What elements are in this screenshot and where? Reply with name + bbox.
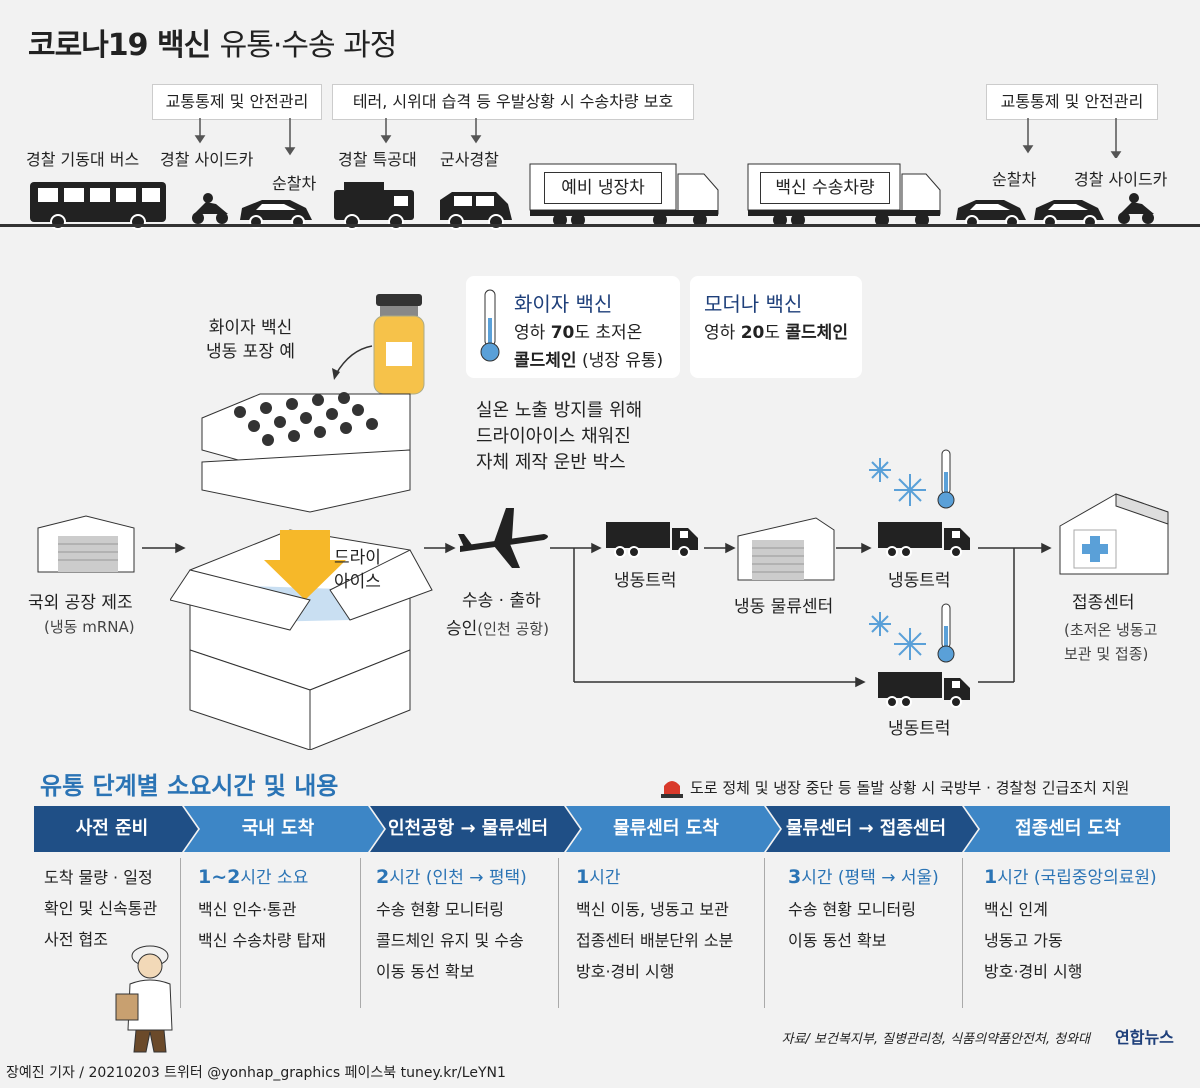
factory-icon [37,515,135,573]
motorcycle-icon-2 [1118,193,1154,224]
divider [764,858,765,1008]
source-text: 자료/ 보건복지부, 질병관리청, 식품의약품안전처, 청와대 [781,1032,1090,1047]
callout-traffic-control-left: 교통통제 및 안전관리 [152,84,322,120]
suv-icon [440,192,512,230]
armored-truck-icon [334,182,414,230]
callout-protection: 테러, 시위대 습격 등 우발상황 시 수송차량 보호 [332,84,694,120]
stages-title: 유통 단계별 소요시간 및 내용 [40,772,339,800]
credit-line: 장예진 기자 / 20210203 트위터 @yonhap_graphics 페… [6,1065,506,1081]
frozen-truck-icon-2 [878,522,970,558]
patrol-car-icon-2 [956,200,1026,229]
title-light: 유통·수송 과정 [219,28,398,63]
stage-0-header: 사전 준비 [75,818,149,839]
label-patrol-car-2: 순찰차 [992,170,1037,189]
road-line [0,224,1200,227]
pfizer-line2: 콜드체인 (냉장 유통) [514,351,664,371]
pfizer-title: 화이자 백신 [514,292,613,316]
thermometer-icon [480,289,500,362]
siren-icon [661,781,683,798]
flow-arrows [142,542,1052,688]
warehouse-icon [737,517,835,581]
vial-icon [373,294,425,395]
stage-2-header: 인천공항 → 물류센터 [387,818,549,839]
emergency-notice: 도로 정체 및 냉장 중단 등 돌발 상황 시 국방부 · 경찰청 긴급조치 지… [690,779,1130,797]
pfizer-card: 화이자 백신 영하 70도 초저온 콜드체인 (냉장 유통) [466,276,680,378]
motorcycle-icon [192,193,228,224]
snowflake-thermometer-icon-2 [869,603,955,663]
label-police-sidecar-2: 경찰 사이드카 [1074,170,1168,189]
stage-chevrons [34,806,1170,852]
airport-label-1: 수송 · 출하 [462,591,541,611]
moderna-card: 모더나 백신 영하 20도 콜드체인 [690,276,862,378]
truck-label-1: 냉동트럭 [614,571,677,591]
truck-label-2: 냉동트럭 [888,571,951,591]
reefer-truck-label: 예비 냉장차 [544,172,662,204]
moderna-title: 모더나 백신 [704,292,803,316]
cold-box-illustration [170,294,433,750]
callout-traffic-control-right: 교통통제 및 안전관리 [986,84,1158,120]
airplane-icon [458,508,548,568]
frozen-truck-icon-1 [606,522,698,558]
vaccine-truck-label: 백신 수송차량 [760,172,890,204]
clinic-icon [1059,493,1169,575]
divider [558,858,559,1008]
callout-arrows [194,118,1122,158]
bus-icon [30,182,166,230]
divider [962,858,963,1008]
title-bold: 코로나19 백신 [28,28,211,63]
worker-illustration [115,945,173,1053]
truck-label-3: 냉동트럭 [888,719,951,739]
factory-sub: (냉동 mRNA) [44,618,135,636]
stage-1-header: 국내 도착 [241,818,315,839]
cold-center-label: 냉동 물류센터 [734,597,834,617]
stage-4-header: 물류센터 → 접종센터 [785,818,947,839]
moderna-line1: 영하 20도 콜드체인 [704,323,848,343]
stage-5-header: 접종센터 도착 [1015,818,1121,839]
label-police-sidecar: 경찰 사이드카 [160,150,254,169]
stage-3-header: 물류센터 도착 [613,818,719,839]
airport-label-2: 승인(인천 공항) [446,619,549,639]
label-police-bus: 경찰 기동대 버스 [26,150,140,169]
label-swat: 경찰 특공대 [338,150,417,169]
label-military-police: 군사경찰 [440,150,499,169]
snowflake-thermometer-icon-1 [869,449,955,509]
factory-label: 국외 공장 제조 [28,593,133,613]
divider [180,858,181,1008]
pfizer-line1: 영하 70도 초저온 [514,323,643,343]
frozen-truck-icon-3 [878,672,970,708]
page-title: 코로나19 백신 유통·수송 과정 [28,20,398,64]
clinic-label: 접종센터 [1072,593,1135,613]
divider [360,858,361,1008]
yonhap-logo: 연합뉴스 [1115,1028,1174,1047]
label-patrol-car: 순찰차 [272,174,317,193]
